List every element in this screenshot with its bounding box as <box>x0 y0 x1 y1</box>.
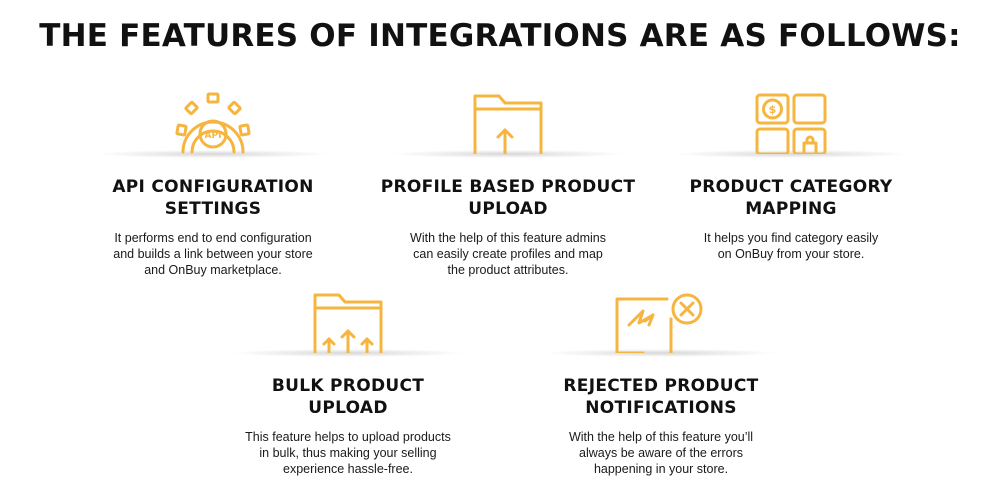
feature-heading: PRODUCT CATEGORY MAPPING <box>689 177 893 219</box>
icon-shadow <box>676 150 906 158</box>
feature-icon-area <box>531 287 791 357</box>
feature-heading: BULK PRODUCT UPLOAD <box>271 376 425 418</box>
dollar-icon-label: $ <box>769 103 777 116</box>
icon-shadow <box>546 349 776 357</box>
category-grid-icon: $ <box>755 93 827 154</box>
feature-api-configuration: API API CONFIGURATION SETTINGS It perfor… <box>83 88 343 278</box>
feature-heading: PROFILE BASED PRODUCT UPLOAD <box>380 177 636 219</box>
feature-heading: API CONFIGURATION SETTINGS <box>112 177 314 219</box>
feature-icon-area <box>218 287 478 357</box>
feature-description: With the help of this feature admins can… <box>410 231 606 277</box>
icon-shadow <box>233 349 463 357</box>
page-title: THE FEATURES OF INTEGRATIONS ARE AS FOLL… <box>39 18 961 54</box>
icon-shadow <box>393 150 623 158</box>
feature-icon-area: API <box>83 88 343 158</box>
folder-bulk-upload-icon <box>313 293 383 353</box>
feature-heading: REJECTED PRODUCT NOTIFICATIONS <box>563 376 759 418</box>
feature-rejected-notifications: REJECTED PRODUCT NOTIFICATIONS With the … <box>531 287 791 477</box>
feature-icon-area: $ <box>661 88 921 158</box>
api-gear-icon: API <box>175 92 251 154</box>
folder-upload-icon <box>473 94 543 154</box>
feature-icon-area <box>378 88 638 158</box>
feature-profile-based-upload: PROFILE BASED PRODUCT UPLOAD With the he… <box>378 88 638 278</box>
feature-description: It performs end to end configuration and… <box>113 231 313 277</box>
feature-bulk-upload: BULK PRODUCT UPLOAD This feature helps t… <box>218 287 478 477</box>
feature-category-mapping: $ PRODUCT CATEGORY MAPPING It helps you … <box>661 88 921 262</box>
feature-description: This feature helps to upload products in… <box>245 430 451 476</box>
api-icon-label: API <box>205 131 222 141</box>
feature-description: It helps you find category easily on OnB… <box>703 231 879 261</box>
feature-description: With the help of this feature you’ll alw… <box>568 430 754 476</box>
icon-shadow <box>98 150 328 158</box>
rejected-notification-icon <box>615 293 703 353</box>
